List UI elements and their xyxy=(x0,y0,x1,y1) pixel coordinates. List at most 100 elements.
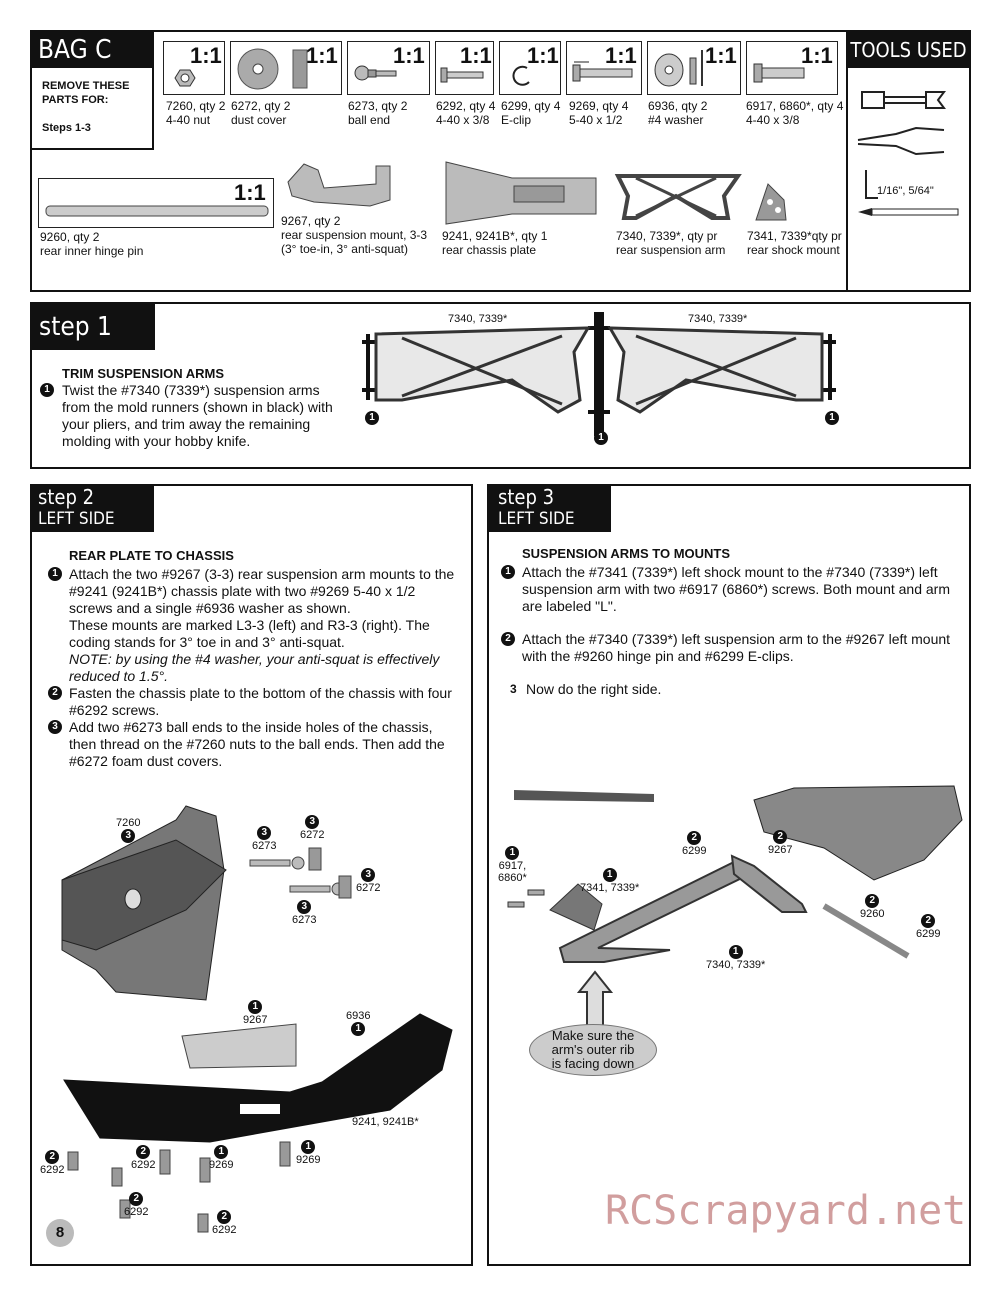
hinge-pin-icon xyxy=(45,205,269,217)
bag-info-box xyxy=(32,68,154,150)
step-marker: 1 xyxy=(728,945,743,959)
step-marker: 2 xyxy=(136,1145,151,1159)
suspension-arm-icon xyxy=(614,174,742,220)
part-frame-9260 xyxy=(38,178,274,228)
step-marker: 2 xyxy=(865,894,880,908)
part-label: 6936, qty 2#4 washer xyxy=(648,99,708,127)
shock-mount-icon xyxy=(755,183,787,221)
step-marker: 1 xyxy=(594,431,608,445)
suspension-mount-icon xyxy=(287,163,391,207)
step2-chassis-diagram xyxy=(61,805,227,1001)
screw-icon xyxy=(572,61,633,82)
step-marker: 1 xyxy=(505,846,520,860)
step-marker: 1 xyxy=(365,411,379,425)
step-marker: 1 xyxy=(602,868,617,882)
step2-heading: REAR PLATE TO CHASSIS xyxy=(69,548,234,563)
step-marker: 2 xyxy=(45,1150,60,1164)
step3-instructions: 1 Attach the #7341 (7339*) left shock mo… xyxy=(501,564,951,698)
hex-key-icon xyxy=(865,170,878,199)
ball-end-icon xyxy=(354,65,397,81)
step-marker: 2 xyxy=(129,1192,144,1206)
step1-instruction: 1 Twist the #7340 (7339*) suspension arm… xyxy=(40,382,345,450)
tools-divider xyxy=(846,32,848,290)
wrench-icon xyxy=(861,91,946,109)
step-marker: 1 xyxy=(214,1145,229,1159)
step-marker: 2 xyxy=(773,830,788,844)
scale-label: 1:1 xyxy=(527,43,559,68)
step-marker: 2 xyxy=(48,686,62,700)
step2-plate-diagram xyxy=(63,1013,453,1143)
step-marker: 2 xyxy=(687,831,702,845)
step3-title-text: step 3 xyxy=(498,485,555,509)
scale-label: 1:1 xyxy=(393,43,425,68)
step-marker: 1 xyxy=(825,411,839,425)
step-marker: 1 xyxy=(48,567,62,581)
step2-hardware xyxy=(67,847,352,1233)
hex-key-label: 1/16", 5/64" xyxy=(877,185,934,197)
remove-label: REMOVE THESE PARTS FOR: xyxy=(42,80,130,106)
step-marker: 2 xyxy=(921,914,936,928)
step-marker: 3 xyxy=(257,826,272,840)
screw-icon xyxy=(753,63,805,83)
steps-label: Steps 1-3 xyxy=(42,122,91,134)
scale-label: 1:1 xyxy=(234,180,266,205)
callout-9241: 9241, 9241B* xyxy=(352,1116,419,1128)
watermark: RCScrapyard.net xyxy=(605,1188,967,1234)
chassis-plate-icon xyxy=(445,161,597,225)
arm-label-left: 7340, 7339* xyxy=(448,313,508,325)
washer-icon xyxy=(654,50,703,87)
step-marker: 1 xyxy=(501,565,515,579)
step-marker: 3 xyxy=(361,868,376,882)
step-marker: 3 xyxy=(48,720,62,734)
step3-title: step 3 LEFT SIDE xyxy=(489,486,611,532)
step2-instructions: 1 Attach the two #9267 (3-3) rear suspen… xyxy=(48,566,460,770)
part-frame-6299 xyxy=(499,41,561,95)
scale-label: 1:1 xyxy=(190,43,222,68)
scale-label: 1:1 xyxy=(605,43,637,68)
scale-label: 1:1 xyxy=(801,43,833,68)
up-arrow-icon xyxy=(576,970,614,1029)
step3-subtitle: LEFT SIDE xyxy=(498,509,575,529)
step2-title-text: step 2 xyxy=(38,485,95,509)
part-frame-7260 xyxy=(163,41,225,95)
e-clip-icon xyxy=(512,65,530,86)
step-marker: 3 xyxy=(297,900,312,914)
page-number: 8 xyxy=(46,1219,74,1247)
step-marker: 3 xyxy=(121,829,136,843)
step-marker: 1 xyxy=(248,1000,263,1014)
bag-title: BAG C xyxy=(32,32,154,68)
screw-icon xyxy=(440,67,484,83)
pliers-icon xyxy=(857,126,945,156)
step2-subtitle: LEFT SIDE xyxy=(38,509,115,529)
arm-label-right: 7340, 7339* xyxy=(688,313,748,325)
step-marker: 2 xyxy=(217,1210,232,1224)
step2-title: step 2 LEFT SIDE xyxy=(32,486,154,532)
